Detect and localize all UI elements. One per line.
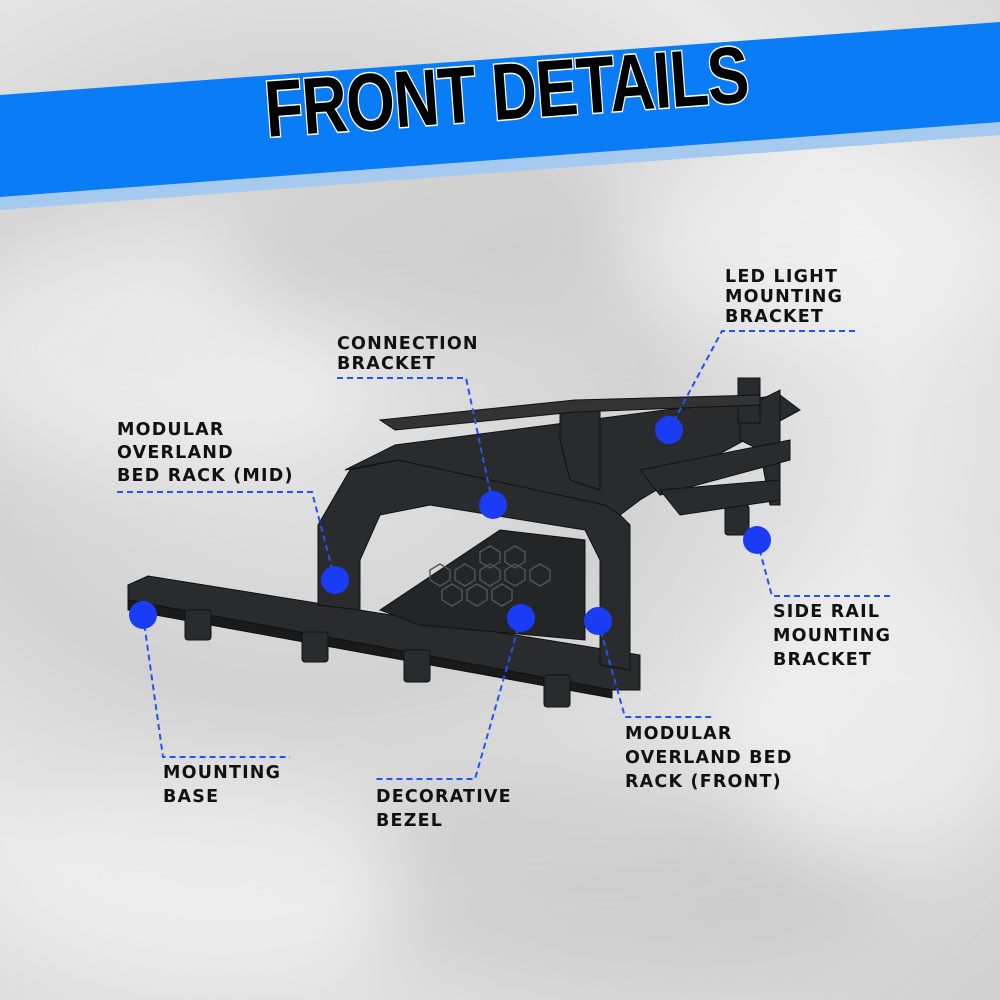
leader-side-rail: [756, 539, 890, 597]
leader-led-light: [668, 330, 855, 431]
label-decorative-bezel: DECORATIVE BEZEL: [376, 785, 512, 833]
label-line: MODULAR: [117, 420, 225, 440]
label-connection-bracket: CONNECTION BRACKET: [337, 334, 479, 374]
callout-dot-led-light: [655, 416, 683, 444]
leader-front-rack: [597, 620, 712, 718]
leader-mounting-base: [142, 614, 290, 758]
label-line: LED LIGHT: [725, 267, 839, 287]
label-line: OVERLAND BED: [625, 748, 793, 768]
banner-stripe: [0, 120, 1000, 210]
label-modular-overland-bed-rack-front: MODULAR OVERLAND BED RACK (FRONT): [625, 722, 793, 794]
callout-dot-mid-rack: [321, 566, 349, 594]
label-line: MOUNTING: [725, 287, 844, 307]
leader-mid-rack: [117, 491, 336, 581]
label-mounting-base: MOUNTING BASE: [163, 761, 281, 809]
label-line: OVERLAND: [117, 443, 234, 463]
label-line: BRACKET: [337, 354, 437, 374]
callout-dot-connection: [479, 491, 507, 519]
label-line: BED RACK (MID): [117, 466, 294, 486]
label-line: BRACKET: [725, 307, 825, 327]
leader-connection: [337, 377, 494, 506]
banner-band: [0, 22, 1000, 197]
label-line: BEZEL: [376, 811, 444, 831]
label-line: BASE: [163, 787, 220, 807]
label-line: BRACKET: [773, 650, 873, 670]
label-line: RACK (FRONT): [625, 772, 782, 792]
callout-dot-front-rack: [584, 607, 612, 635]
label-modular-overland-bed-rack-mid: MODULAR OVERLAND BED RACK (MID): [117, 419, 294, 488]
label-line: MOUNTING: [163, 763, 282, 783]
label-line: DECORATIVE: [376, 787, 512, 807]
label-line: CONNECTION: [337, 334, 479, 354]
label-led-light-mounting-bracket: LED LIGHT MOUNTING BRACKET: [725, 267, 843, 327]
label-side-rail-mounting-bracket: SIDE RAIL MOUNTING BRACKET: [773, 600, 891, 672]
label-line: MOUNTING: [773, 626, 892, 646]
label-line: SIDE RAIL: [773, 602, 881, 622]
callout-dot-mounting-base: [129, 601, 157, 629]
leader-bezel: [376, 617, 522, 780]
callout-dot-side-rail: [743, 526, 771, 554]
label-line: MODULAR: [625, 724, 733, 744]
callout-dot-bezel: [507, 604, 535, 632]
